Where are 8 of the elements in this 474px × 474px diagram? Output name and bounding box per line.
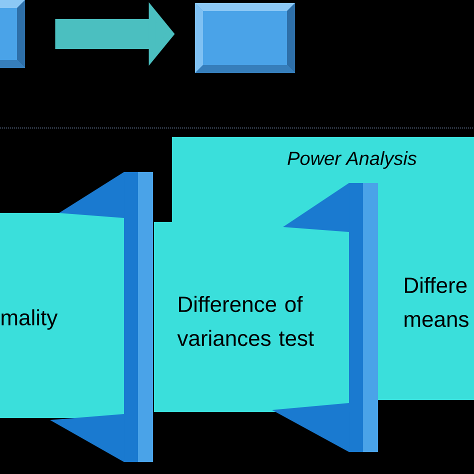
bevel-box (195, 3, 295, 73)
panel: Differe means (377, 183, 474, 400)
band (172, 137, 474, 183)
bevel-box (0, 0, 25, 68)
band-title: Power Analysis (288, 151, 417, 169)
node-label: Difference of variances test (177, 296, 314, 346)
node-label: Differe means (404, 276, 468, 328)
panel: mality (0, 213, 124, 418)
